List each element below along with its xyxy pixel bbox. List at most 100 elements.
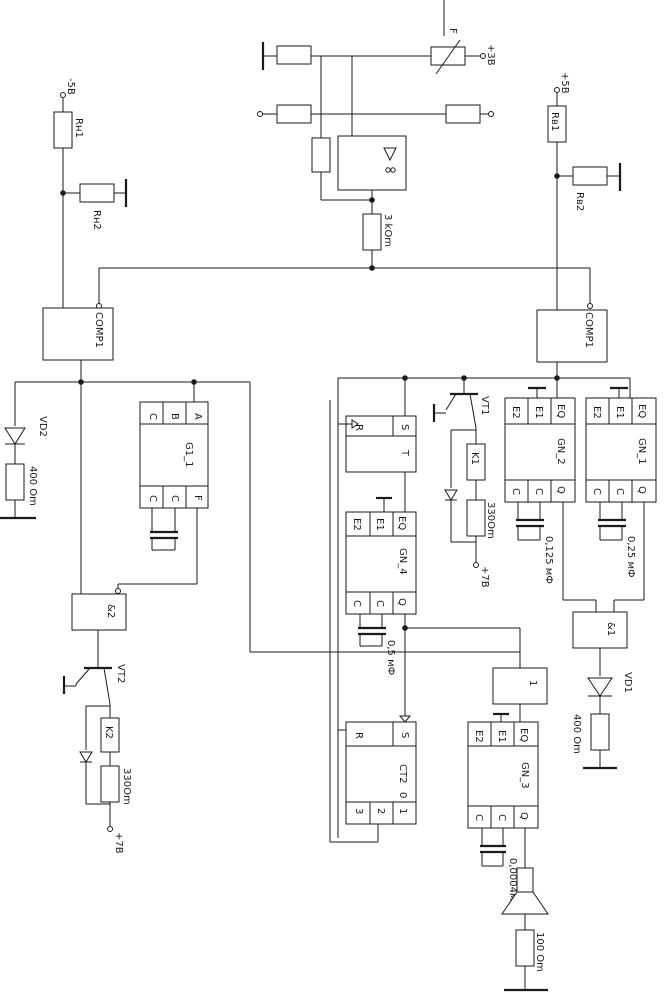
resistor-330-right <box>466 499 486 537</box>
comp-right-label: COMP1 <box>583 312 594 348</box>
gn1-pin-e1: E1 <box>614 406 625 419</box>
g1-name: G1_1 <box>183 442 194 467</box>
label-330-left: 330Om <box>121 768 132 805</box>
label-rv2: Rв2 <box>574 192 585 211</box>
ct-pin-1: 1 <box>397 808 408 814</box>
gn1-pin-e2: E2 <box>591 406 602 419</box>
label-330-right: 330Om <box>485 502 496 539</box>
resistor-top-c <box>445 104 481 124</box>
comparator-left: COMP1 <box>42 307 114 361</box>
gn4-pin-eq: EQ <box>396 516 407 530</box>
gn3-pin-c1: C <box>473 814 484 821</box>
label-rn2: Rн2 <box>91 210 102 230</box>
gn4-pin-c2: C <box>374 600 385 607</box>
label-400-left: 400 Om <box>27 466 38 506</box>
vd2-branch: VD2 400 Om <box>0 382 48 520</box>
resistor-top-a <box>276 45 312 65</box>
g1-pin-f: F <box>192 495 203 501</box>
label-100om: 100 Om <box>534 932 545 972</box>
and2-label: &2 <box>105 604 116 618</box>
resistor-rn1 <box>53 111 73 149</box>
resistor-3k <box>362 213 382 251</box>
and2-branch: &2 VT2 K2 330Om +7В <box>62 593 132 854</box>
variable-resistor <box>430 46 466 66</box>
label-rv1: Rв1 <box>549 112 560 131</box>
label-f: F <box>447 28 458 34</box>
label-rn1: Rн1 <box>73 118 84 138</box>
and1-branch: &1 VD1 400 Om <box>571 611 633 770</box>
gn3-pin-e1: E1 <box>496 730 507 743</box>
label-vt2: VT2 <box>115 664 126 683</box>
g1-pin-c2: C <box>169 495 180 502</box>
gn1-pin-c2: C <box>614 488 625 495</box>
left-divider: -5В Rн1 Rн2 <box>53 78 128 308</box>
gn2-generator: E2 E1 EQ GN_2 C C Q 0,125 мФ <box>504 378 597 612</box>
gn1-pin-eq: EQ <box>636 404 647 418</box>
gn3-generator: E2 E1 EQ GN_3 C C Q 0,0004мФ 100 Om <box>467 721 549 992</box>
g1-pin-c: C <box>147 413 158 420</box>
gn2-pin-c1: C <box>510 488 521 495</box>
g1-pin-b: B <box>169 413 180 420</box>
and1-label: &1 <box>605 622 616 636</box>
st-pin-t: T <box>399 449 410 457</box>
label-cap05: 0,5 мФ <box>385 640 396 676</box>
gn4-pin-e2: E2 <box>351 518 362 531</box>
gn4-pin-q: Q <box>396 598 407 606</box>
resistor-rn2 <box>79 183 115 203</box>
label-400-right: 400 Om <box>571 714 582 754</box>
label-cap25: 0,25 мФ <box>625 536 636 578</box>
label-vd2: VD2 <box>37 416 48 437</box>
diode-vd2 <box>4 427 26 445</box>
label-3kom: 3 kOm <box>382 214 393 247</box>
gn2-pin-eq: EQ <box>555 404 566 418</box>
resistor-top-b <box>276 104 312 124</box>
ct-name: CT2 <box>397 764 408 783</box>
label-plus7v-left: +7В <box>113 832 124 854</box>
gn1-name: GN_1 <box>636 438 647 465</box>
resistor-top-d <box>311 137 331 173</box>
ct2-counter: R S CT2 3 2 1 0 <box>338 715 417 825</box>
gn2-name: GN_2 <box>555 438 566 465</box>
label-cap0004: 0,0004мФ <box>507 858 518 910</box>
ct-pin-r: R <box>353 732 364 739</box>
label-plus7v-right: +7В <box>479 566 490 588</box>
diode-k1 <box>444 489 458 501</box>
gn4-name: GN_4 <box>397 548 408 575</box>
gn3-pin-c2: C <box>496 814 507 821</box>
gn3-pin-eq: EQ <box>518 728 529 742</box>
top-center-network: F +3В 3 kOm <box>257 0 496 271</box>
and2-gate <box>71 593 127 631</box>
ct-pin-2: 2 <box>375 808 386 814</box>
ct-pin-0: 0 <box>397 792 408 798</box>
label-vt1: VT1 <box>479 396 490 415</box>
g1-pin-c1: C <box>147 495 158 502</box>
speaker-icon <box>501 867 549 915</box>
resistor-330-left <box>100 765 120 803</box>
comp-left-label: COMP1 <box>93 312 104 348</box>
gn1-pin-c1: C <box>591 488 602 495</box>
label-k1: K1 <box>469 452 480 465</box>
gn2-pin-c2: C <box>533 488 544 495</box>
label-k2: K2 <box>103 726 114 739</box>
gn3-pin-e2: E2 <box>473 730 484 743</box>
diode-k2 <box>79 751 93 763</box>
gn3-name: GN_3 <box>519 762 530 789</box>
right-divider: +5В Rв1 Rв2 <box>547 72 622 310</box>
gn1-pin-q: Q <box>636 486 647 494</box>
st-trigger: R S T <box>338 415 417 512</box>
comparator-right: COMP1 <box>536 309 608 363</box>
diode-vd1 <box>587 677 613 697</box>
middle-bus <box>96 267 593 309</box>
ct-pin-s: S <box>399 732 410 738</box>
gn2-pin-e1: E1 <box>533 406 544 419</box>
label-plus3v: +3В <box>485 44 496 66</box>
st-pin-r: R <box>353 424 364 431</box>
label-cap125: 0,125 мФ <box>543 536 554 584</box>
gn1-generator: E2 E1 EQ GN_1 C C Q 0,25 мФ <box>585 386 657 612</box>
ct-pin-3: 3 <box>353 808 364 814</box>
or1-gate <box>492 667 548 705</box>
right-output-bus <box>329 362 631 843</box>
resistor-400-right <box>590 713 610 751</box>
vt1-branch: VT1 K1 330Om +7В <box>432 378 496 588</box>
